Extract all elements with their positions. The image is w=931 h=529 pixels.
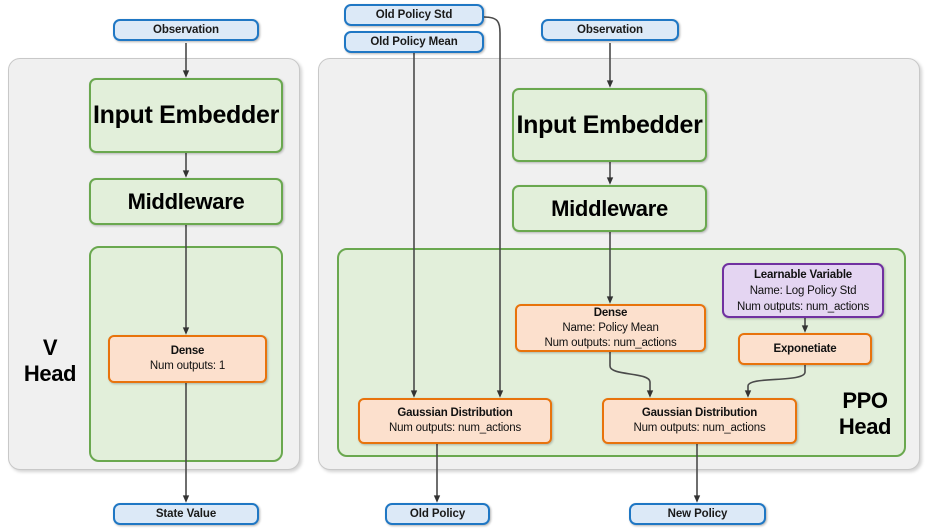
v-middleware-label: Middleware: [127, 188, 245, 214]
ppo-head-caption: PPO Head: [820, 388, 910, 440]
ppo-dense-policy-mean-title: Dense: [593, 306, 628, 319]
ppo-middleware-box[interactable]: Middleware: [512, 185, 707, 232]
v-input-embedder-box[interactable]: Input Embedder: [89, 78, 283, 153]
ppo-learnable-variable-num-outputs: Num outputs: num_actions: [737, 300, 869, 313]
output-old-policy-label: Old Policy: [409, 508, 466, 520]
ppo-gaussian-old-box[interactable]: Gaussian Distribution Num outputs: num_a…: [358, 398, 552, 444]
ppo-head-caption-line1: PPO: [842, 388, 888, 413]
ppo-learnable-variable-title: Learnable Variable: [753, 268, 853, 281]
input-observation-left-label: Observation: [152, 24, 219, 36]
ppo-gaussian-new-title: Gaussian Distribution: [641, 407, 758, 419]
input-old-policy-std-label: Old Policy Std: [375, 9, 453, 21]
input-old-policy-std[interactable]: Old Policy Std: [344, 4, 484, 26]
v-dense-box[interactable]: Dense Num outputs: 1: [108, 335, 267, 383]
v-middleware-box[interactable]: Middleware: [89, 178, 283, 225]
ppo-middleware-label: Middleware: [551, 195, 668, 221]
ppo-dense-policy-mean-name: Name: Policy Mean: [562, 321, 659, 334]
v-input-embedder-label: Input Embedder: [92, 101, 280, 129]
output-state-value[interactable]: State Value: [113, 503, 259, 525]
ppo-learnable-variable-box[interactable]: Learnable Variable Name: Log Policy Std …: [722, 263, 884, 318]
ppo-gaussian-new-num-outputs: Num outputs: num_actions: [633, 422, 766, 434]
input-observation-right-label: Observation: [576, 24, 643, 36]
ppo-dense-policy-mean-box[interactable]: Dense Name: Policy Mean Num outputs: num…: [515, 304, 706, 352]
input-observation-right[interactable]: Observation: [541, 19, 679, 41]
ppo-head-caption-line2: Head: [838, 414, 892, 439]
ppo-exponetiate-box[interactable]: Exponetiate: [738, 333, 872, 365]
v-dense-title: Dense: [170, 345, 205, 357]
output-state-value-label: State Value: [155, 508, 217, 520]
ppo-dense-policy-mean-num-outputs: Num outputs: num_actions: [544, 336, 677, 349]
input-observation-left[interactable]: Observation: [113, 19, 259, 41]
ppo-input-embedder-box[interactable]: Input Embedder: [512, 88, 707, 162]
ppo-gaussian-old-title: Gaussian Distribution: [397, 407, 513, 419]
ppo-learnable-variable-name: Name: Log Policy Std: [749, 284, 857, 297]
ppo-gaussian-old-num-outputs: Num outputs: num_actions: [389, 422, 521, 434]
output-new-policy[interactable]: New Policy: [629, 503, 766, 525]
ppo-input-embedder-label: Input Embedder: [516, 110, 703, 139]
output-old-policy[interactable]: Old Policy: [385, 503, 490, 525]
input-old-policy-mean-label: Old Policy Mean: [370, 36, 458, 48]
output-new-policy-label: New Policy: [667, 508, 728, 520]
v-head-caption-line1: V: [42, 335, 58, 360]
input-old-policy-mean[interactable]: Old Policy Mean: [344, 31, 484, 53]
ppo-exponetiate-title: Exponetiate: [773, 342, 837, 355]
v-head-caption: V Head: [14, 335, 86, 387]
v-dense-num-outputs: Num outputs: 1: [149, 360, 226, 372]
v-head-caption-line2: Head: [23, 361, 77, 386]
ppo-gaussian-new-box[interactable]: Gaussian Distribution Num outputs: num_a…: [602, 398, 797, 444]
